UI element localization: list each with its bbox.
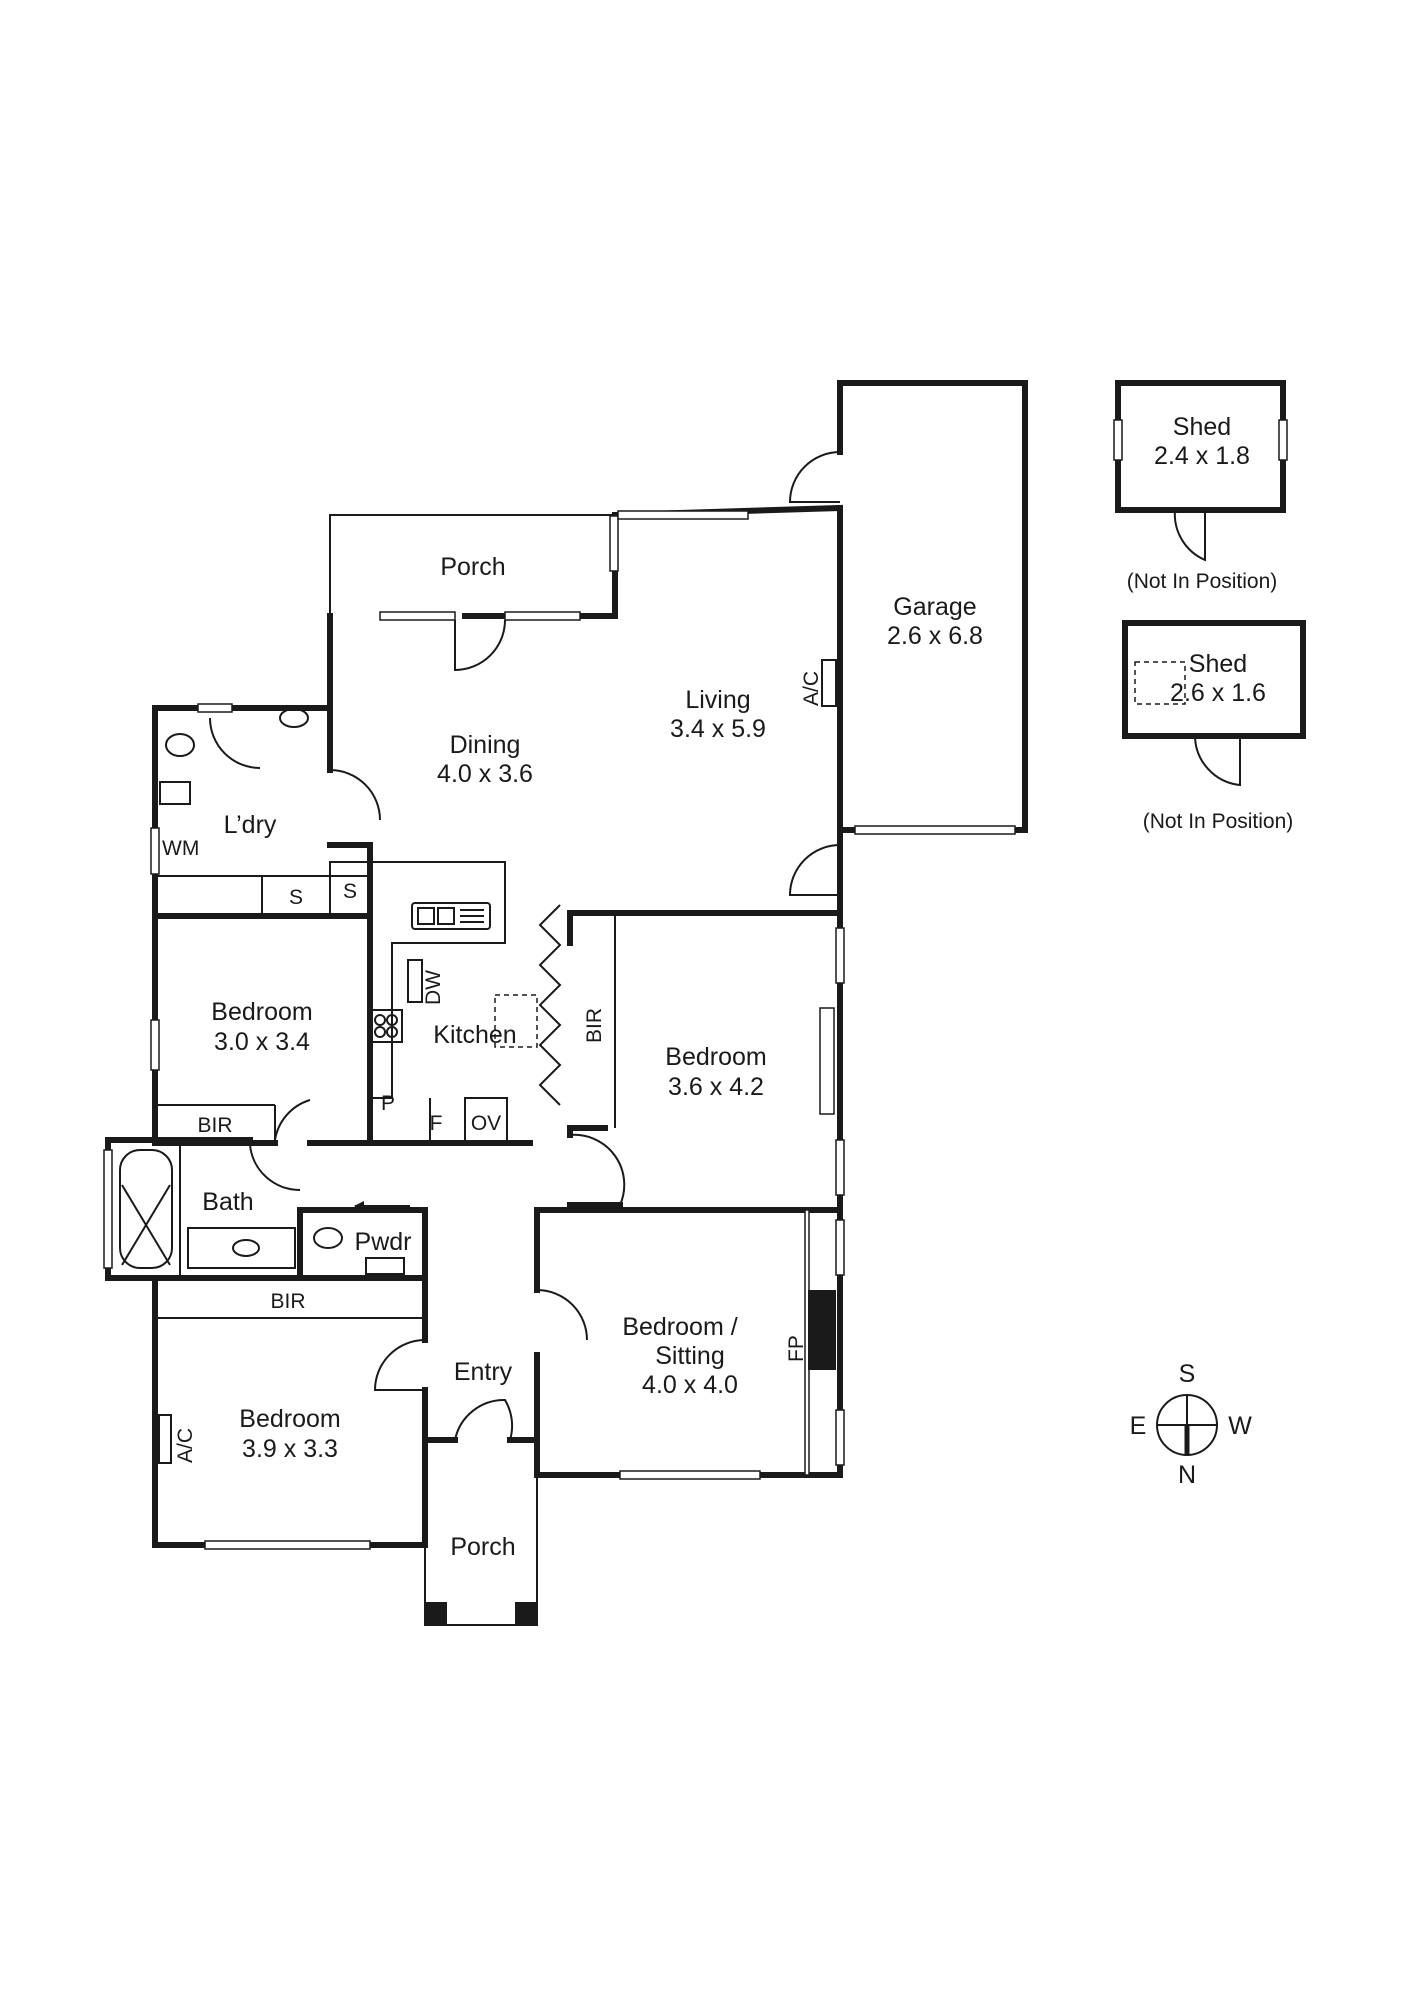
dishwasher-label: DW — [422, 970, 445, 1005]
bedroom1-bir-label: BIR — [197, 1114, 232, 1137]
bedroom1-size: 3.0 x 3.4 — [214, 1028, 310, 1056]
laundry-storage-2: S — [343, 880, 357, 903]
pantry-label: P — [381, 1092, 395, 1115]
laundry-storage-1: S — [289, 886, 303, 909]
fireplace-label: FP — [785, 1335, 808, 1362]
bath-label: Bath — [202, 1188, 253, 1216]
bedroom1-label: Bedroom — [211, 998, 312, 1026]
garage-size: 2.6 x 6.8 — [887, 622, 983, 650]
dining-label: Dining — [450, 731, 521, 759]
shed1-label: Shed — [1173, 413, 1231, 441]
bedroom3-size: 3.9 x 3.3 — [242, 1435, 338, 1463]
bedroom2-bir-label: BIR — [583, 1008, 606, 1043]
compass — [1156, 1394, 1218, 1456]
compass-n: N — [1178, 1461, 1196, 1489]
shed2-label: Shed — [1189, 650, 1247, 678]
compass-s: S — [1179, 1360, 1196, 1388]
bedroom-sitting-label-1: Bedroom / — [622, 1313, 737, 1341]
hall-bir-label: BIR — [270, 1290, 305, 1313]
kitchen-label: Kitchen — [433, 1021, 516, 1049]
bedroom-sitting-size: 4.0 x 4.0 — [642, 1371, 738, 1399]
compass-w: W — [1228, 1412, 1252, 1440]
shed2-size: 2.6 x 1.6 — [1170, 679, 1266, 707]
windows — [103, 510, 1016, 1550]
bedroom-sitting-label-2: Sitting — [655, 1342, 724, 1370]
shed2-note: (Not In Position) — [1143, 810, 1294, 833]
bedroom3-label: Bedroom — [239, 1405, 340, 1433]
garage-label: Garage — [893, 593, 976, 621]
shed1-note: (Not In Position) — [1127, 570, 1278, 593]
interior-walls — [105, 705, 843, 1548]
room-labels: Porch Dining 4.0 x 3.6 Living 3.4 x 5.9 … — [162, 413, 1293, 1561]
shed-2 — [1122, 620, 1306, 787]
rear-porch-label: Porch — [440, 553, 505, 581]
shed-1 — [1113, 380, 1288, 562]
dining-size: 4.0 x 3.6 — [437, 760, 533, 788]
oven-label: OV — [471, 1112, 501, 1135]
bedroom2-label: Bedroom — [665, 1043, 766, 1071]
front-porch-label: Porch — [450, 1533, 515, 1561]
doors — [209, 451, 841, 1441]
living-ac-label: A/C — [800, 671, 823, 706]
entry-label: Entry — [454, 1358, 513, 1386]
bedroom2-size: 3.6 x 4.2 — [668, 1073, 764, 1101]
laundry-label: L’dry — [224, 811, 277, 839]
compass-e: E — [1130, 1412, 1147, 1440]
bedroom3-ac-label: A/C — [174, 1428, 197, 1463]
living-size: 3.4 x 5.9 — [670, 715, 766, 743]
living-label: Living — [685, 686, 750, 714]
powder-room-label: Pwdr — [355, 1228, 412, 1256]
washing-machine-label: WM — [162, 837, 199, 860]
fixtures — [119, 659, 837, 1626]
fridge-label: F — [430, 1112, 443, 1135]
shed1-size: 2.4 x 1.8 — [1154, 442, 1250, 470]
